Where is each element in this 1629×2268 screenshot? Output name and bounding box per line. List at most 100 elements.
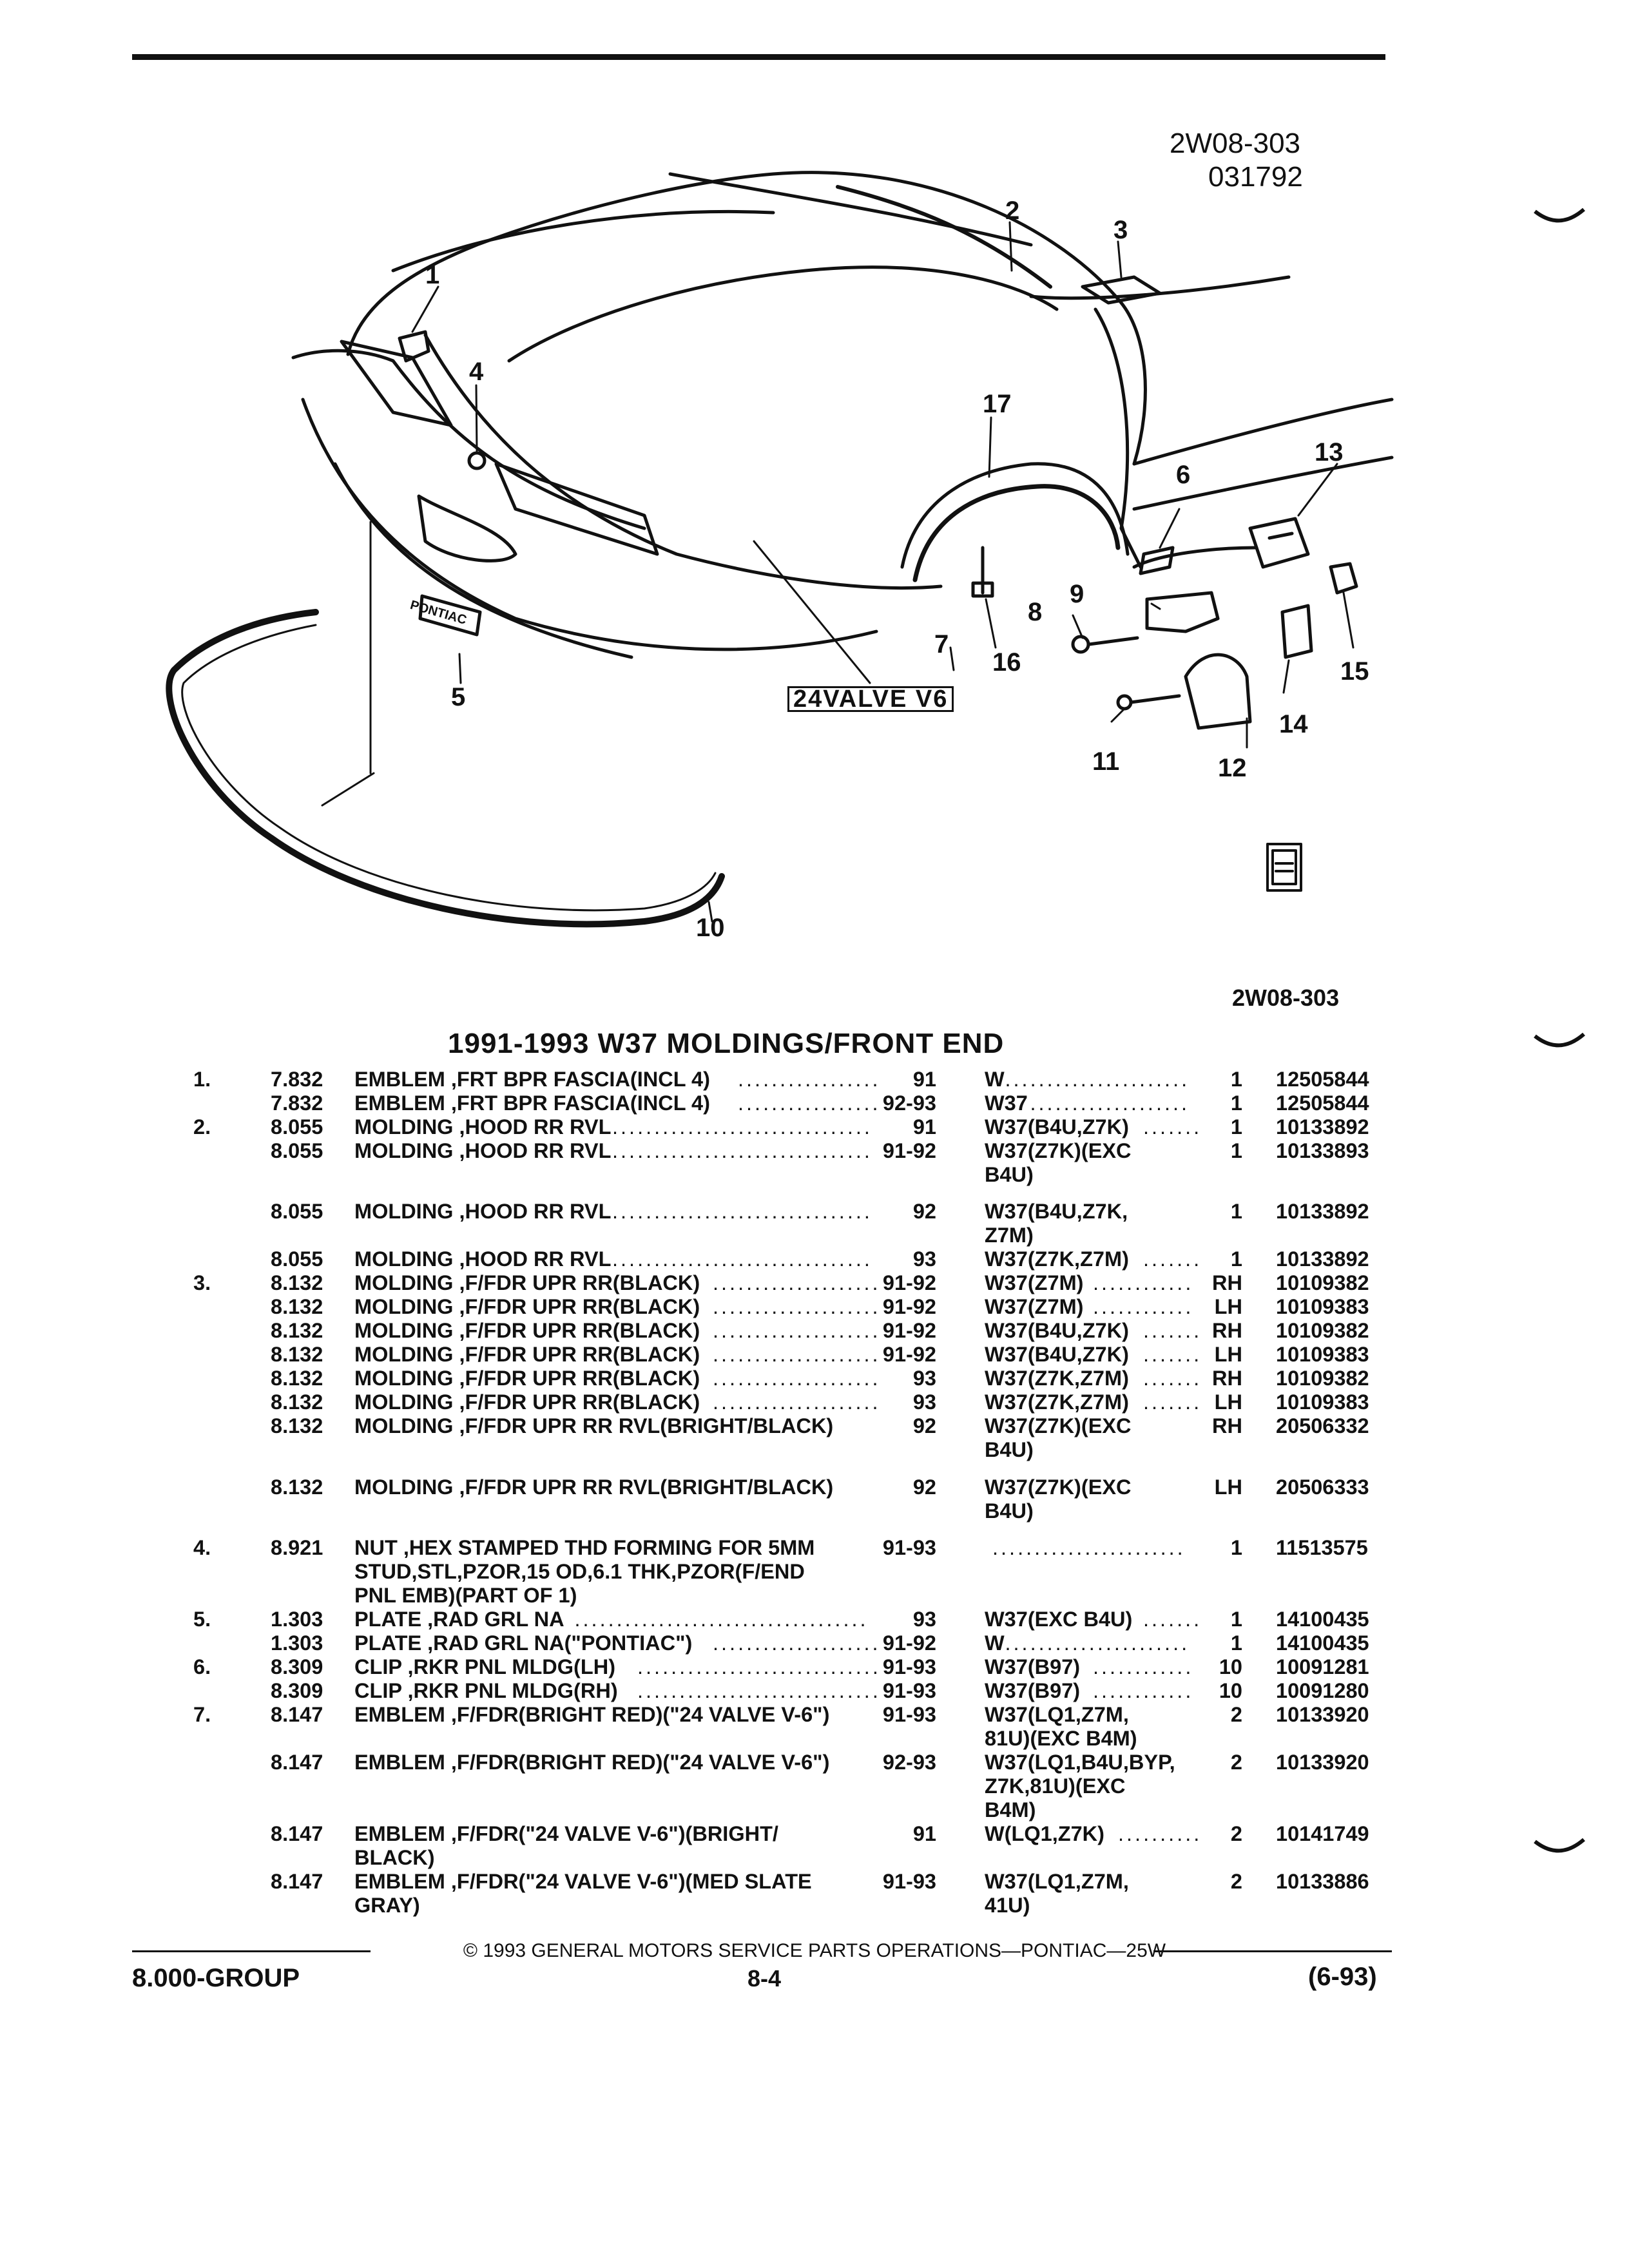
quantity: RH xyxy=(1212,1414,1242,1438)
part-number: 14100435 xyxy=(1276,1631,1369,1655)
option-codes: W37(B4U,Z7K) xyxy=(985,1115,1129,1139)
part-description: PLATE ,RAD GRL NA xyxy=(354,1608,564,1631)
door-line xyxy=(1132,546,1258,569)
leader-dots: ....................... xyxy=(992,1536,1186,1560)
hood-crease xyxy=(391,210,775,273)
callout-15: 15 xyxy=(1340,657,1369,686)
bracket-9 xyxy=(1145,591,1220,633)
quantity: 1 xyxy=(1230,1631,1242,1655)
clip-14 xyxy=(1280,604,1313,659)
quantity: 1 xyxy=(1230,1608,1242,1631)
quantity: LH xyxy=(1214,1295,1242,1319)
section-title: 1991-1993 W37 MOLDINGS/FRONT END xyxy=(448,1028,1005,1059)
group-number: 8.147 xyxy=(271,1870,323,1894)
group-number: 7.832 xyxy=(271,1068,323,1091)
part-number: 10133892 xyxy=(1276,1247,1369,1271)
leader-dots: ....... xyxy=(1143,1319,1202,1343)
group-label: 8.000-GROUP xyxy=(132,1964,300,1992)
part-number: 10133892 xyxy=(1276,1200,1369,1224)
option-codes: W37(LQ1,Z7M, 81U)(EXC B4M) xyxy=(985,1703,1137,1751)
group-number: 8.055 xyxy=(271,1247,323,1271)
part-description: MOLDING ,F/FDR UPR RR(BLACK) xyxy=(354,1271,700,1295)
fascia-bottom xyxy=(301,398,878,651)
item-index: 6. xyxy=(193,1655,211,1679)
model-years: 93 xyxy=(912,1390,936,1414)
front-bumper-molding-inner xyxy=(181,624,717,912)
option-codes: W37(Z7K,Z7M) xyxy=(985,1367,1129,1390)
part-number: 10091281 xyxy=(1276,1655,1369,1679)
leader-dots: ....... xyxy=(1143,1115,1202,1139)
footer-rule-left xyxy=(132,1950,371,1952)
fender-emblem-label: 24VALVE V6 xyxy=(787,686,954,712)
item-index: 3. xyxy=(193,1271,211,1295)
arch-molding xyxy=(912,484,1121,582)
screw-8 xyxy=(1071,635,1139,654)
fascia-top xyxy=(291,349,646,530)
leader-dots: ....... xyxy=(1143,1367,1202,1390)
option-codes: W37(Z7M) xyxy=(985,1295,1084,1319)
group-number: 8.921 xyxy=(271,1536,323,1560)
group-number: 1.303 xyxy=(271,1608,323,1631)
leader-dots: ............ xyxy=(1093,1295,1194,1319)
quantity: RH xyxy=(1212,1319,1242,1343)
quantity: RH xyxy=(1212,1271,1242,1295)
model-years: 93 xyxy=(912,1608,936,1631)
revision-date: (6-93) xyxy=(1308,1963,1377,1991)
option-codes: W37(Z7M) xyxy=(985,1271,1084,1295)
option-codes: W xyxy=(985,1631,1005,1655)
option-codes: W37(B4U,Z7K) xyxy=(985,1343,1129,1367)
model-years: 91-92 xyxy=(882,1343,936,1367)
option-codes: W(LQ1,Z7K) xyxy=(985,1822,1104,1846)
model-years: 91 xyxy=(912,1822,936,1846)
leader-lines xyxy=(321,221,1354,923)
clip-13 xyxy=(1248,517,1310,569)
part-number: 10109383 xyxy=(1276,1343,1369,1367)
part-number: 10133892 xyxy=(1276,1115,1369,1139)
group-number: 8.055 xyxy=(271,1139,323,1162)
group-number: 8.147 xyxy=(271,1822,323,1846)
group-number: 8.132 xyxy=(271,1295,323,1319)
quantity: 1 xyxy=(1230,1091,1242,1115)
quantity: 10 xyxy=(1219,1679,1242,1703)
part-description: CLIP ,RKR PNL MLDG(RH) xyxy=(354,1679,618,1703)
callout-1: 1 xyxy=(425,261,440,289)
callout-13: 13 xyxy=(1315,438,1344,466)
option-codes: W37(B97) xyxy=(985,1679,1081,1703)
leader-dots: ...................... xyxy=(1005,1068,1190,1091)
group-number: 8.132 xyxy=(271,1390,323,1414)
option-codes: W37(B4U,Z7K) xyxy=(985,1319,1129,1343)
quantity: 1 xyxy=(1230,1200,1242,1224)
leader-dots: ....... xyxy=(1143,1390,1202,1414)
part-number: 11513575 xyxy=(1276,1536,1368,1560)
option-codes: W37(Z7K,Z7M) xyxy=(985,1247,1129,1271)
callout-16: 16 xyxy=(992,648,1021,677)
option-codes: W37(B97) xyxy=(985,1655,1081,1679)
group-number: 1.303 xyxy=(271,1631,323,1655)
hood-outline xyxy=(346,171,1147,466)
callout-10: 10 xyxy=(696,914,725,942)
leader-dots: ....... xyxy=(1143,1608,1202,1631)
part-description: MOLDING ,HOOD RR RVL xyxy=(354,1115,612,1139)
model-years: 91 xyxy=(912,1068,936,1091)
bracket-12 xyxy=(1184,653,1252,730)
cowl-piece xyxy=(1081,275,1162,305)
part-description: MOLDING ,F/FDR UPR RR(BLACK) xyxy=(354,1295,700,1319)
quantity: LH xyxy=(1214,1343,1242,1367)
part-description: MOLDING ,F/FDR UPR RR(BLACK) xyxy=(354,1319,700,1343)
exploded-view-diagram xyxy=(166,171,1394,928)
part-number: 10109382 xyxy=(1276,1367,1369,1390)
callout-8: 8 xyxy=(1028,598,1043,626)
page-number: 8-4 xyxy=(747,1965,782,1992)
model-years: 91-92 xyxy=(882,1271,936,1295)
part-description: MOLDING ,HOOD RR RVL xyxy=(354,1139,612,1162)
